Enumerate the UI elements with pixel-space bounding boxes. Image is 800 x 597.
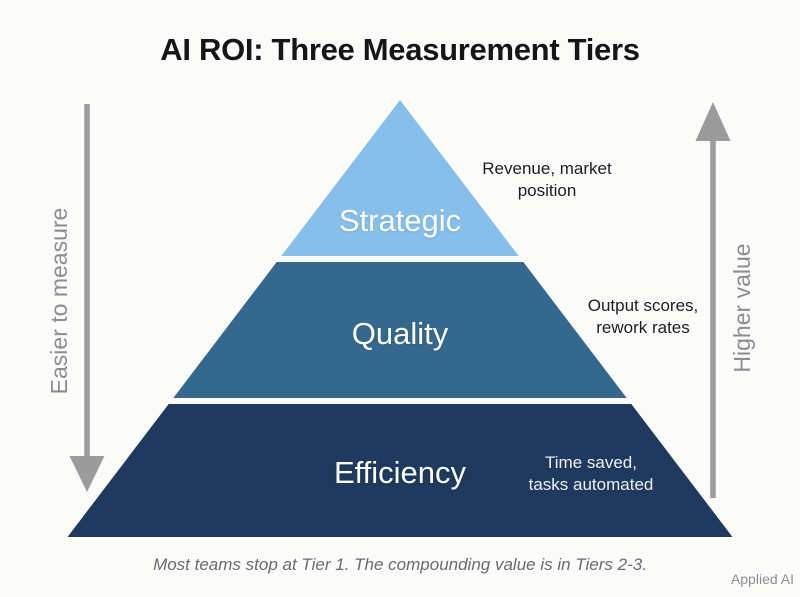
annotation-quality-line1: Output scores, xyxy=(587,296,699,315)
tier-quality-shape xyxy=(173,262,627,398)
tier-label-strategic: Strategic xyxy=(338,203,462,238)
tier-efficiency-shape xyxy=(67,404,733,537)
annotation-quality-line2: rework rates xyxy=(596,318,690,337)
right-axis-label: Higher value xyxy=(729,243,755,373)
annotation-efficiency: Time saved, tasks automated xyxy=(501,452,681,496)
annotation-quality: Output scores, rework rates xyxy=(553,295,733,339)
page-title: AI ROI: Three Measurement Tiers xyxy=(160,32,640,67)
down-arrowhead-icon xyxy=(69,456,105,492)
tier-label-quality: Quality xyxy=(351,316,449,351)
watermark: Applied AI xyxy=(730,571,794,587)
up-arrowhead-icon xyxy=(695,102,731,141)
annotation-strategic: Revenue, market position xyxy=(457,158,637,202)
left-axis-label: Easier to measure xyxy=(46,207,72,395)
annotation-strategic-line1: Revenue, market xyxy=(482,159,612,178)
tier-label-efficiency: Efficiency xyxy=(333,455,467,490)
annotation-efficiency-line2: tasks automated xyxy=(528,475,654,494)
footer-note: Most teams stop at Tier 1. The compoundi… xyxy=(153,555,647,574)
annotation-efficiency-line1: Time saved, xyxy=(545,453,637,472)
annotation-strategic-line2: position xyxy=(517,181,577,200)
tier-strategic-shape xyxy=(281,100,519,256)
